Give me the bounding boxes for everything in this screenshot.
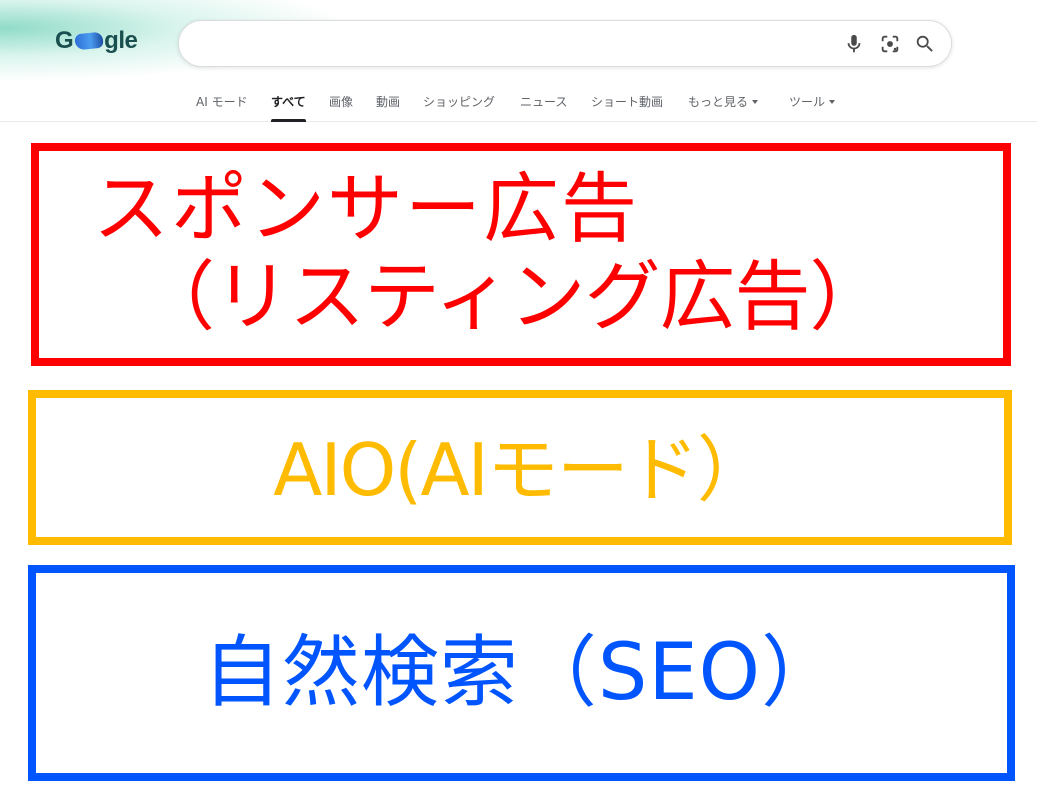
- search-icon[interactable]: [914, 33, 936, 55]
- search-tabs: AI モード すべて 画像 動画 ショッピング ニュース ショート動画 もっと見…: [0, 92, 1037, 122]
- listing-ads-subtitle: （リスティング広告）: [139, 252, 885, 341]
- tab-images[interactable]: 画像: [329, 95, 354, 109]
- logo-letters-gle: gle: [104, 27, 138, 54]
- ai-overview-label: AIO(AIモード）: [273, 427, 769, 512]
- tab-all[interactable]: すべて: [271, 92, 306, 122]
- tab-tools[interactable]: ツール: [789, 92, 836, 122]
- chevron-down-icon: [829, 100, 836, 104]
- sponsored-ads-title: スポンサー広告: [93, 164, 639, 253]
- sponsored-ads-label: スポンサー広告 （リスティング広告）: [39, 151, 1003, 358]
- organic-search-label: 自然検索（SEO）: [202, 628, 841, 718]
- microphone-icon[interactable]: [843, 33, 865, 55]
- tab-news[interactable]: ニュース: [520, 95, 568, 109]
- google-lens-icon[interactable]: [879, 33, 901, 55]
- organic-search-annotation-box: 自然検索（SEO）: [28, 565, 1015, 781]
- tab-videos[interactable]: 動画: [376, 95, 401, 109]
- doodle-shape: [74, 31, 104, 51]
- tab-more[interactable]: もっと見る: [688, 92, 759, 122]
- search-input[interactable]: [201, 29, 821, 59]
- sponsored-ads-annotation-box: スポンサー広告 （リスティング広告）: [31, 143, 1011, 366]
- search-box[interactable]: [178, 20, 952, 67]
- tab-short-videos[interactable]: ショート動画: [591, 95, 664, 109]
- tab-ai-mode[interactable]: AI モード: [196, 95, 248, 109]
- ai-overview-annotation-box: AIO(AIモード）: [28, 390, 1012, 545]
- logo-letter-g: G: [55, 27, 74, 54]
- chevron-down-icon: [752, 100, 759, 104]
- tab-shopping[interactable]: ショッピング: [423, 95, 496, 109]
